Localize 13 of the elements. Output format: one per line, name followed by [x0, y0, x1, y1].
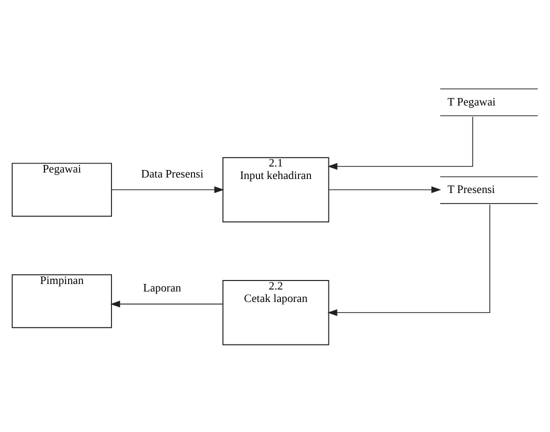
node-box: Pegawai — [12, 162, 112, 217]
arrow — [328, 116, 474, 170]
arrow — [328, 186, 442, 194]
arrow — [110, 300, 224, 308]
node-box: 2.1 Input kehadiran — [222, 157, 330, 222]
node-text: T Presensi — [447, 184, 495, 196]
arrow — [111, 186, 224, 194]
edge-label: Data Presensi — [141, 168, 204, 180]
node-box: Pimpinan — [12, 274, 112, 328]
node-box: 2.2 Cetak laporan — [222, 280, 330, 346]
node-text: T Pegawai — [447, 96, 496, 108]
arrow — [327, 204, 490, 316]
edge-label: Laporan — [143, 282, 182, 295]
